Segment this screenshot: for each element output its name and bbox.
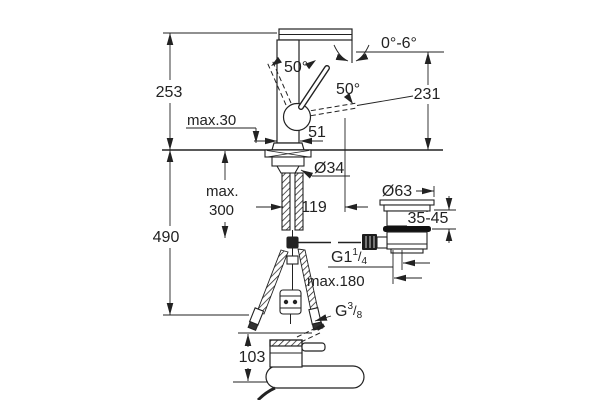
dim-lever-angle-left: 50° (284, 59, 308, 76)
text-halos (378, 184, 449, 226)
dimension-labels: 253 231 0°-6° 50° 50° max.30 51 Ø34 490 … (153, 35, 449, 366)
dim-total-depth: 490 (153, 229, 180, 246)
lever-ball-joint (282, 102, 312, 132)
hose-fitting-right (308, 307, 322, 325)
dim-overall-height: 253 (156, 84, 183, 101)
drain-body-lower (386, 231, 428, 250)
drain-assembly (362, 199, 435, 254)
dim-swivel-range: 0°-6° (381, 35, 417, 52)
dim-outlet-height: 231 (414, 86, 441, 103)
dim-shank-diameter: Ø34 (314, 160, 344, 177)
dim-drain-diameter: Ø63 (382, 183, 412, 200)
dim-side-base-height: 103 (239, 349, 266, 366)
rod-adjuster-block (279, 289, 302, 315)
side-view-lever (301, 342, 326, 352)
drain-flange (379, 199, 435, 206)
dim-mount-thickness: max.30 (187, 112, 236, 129)
drain-thread-label: G11/4 (331, 247, 368, 267)
dim-body-width: 51 (308, 124, 326, 141)
escutcheon (271, 142, 305, 151)
dim-hose-length-line2: 300 (209, 202, 234, 219)
threaded-stud-right (294, 172, 304, 231)
threaded-stud-left (281, 172, 291, 231)
side-view-hose-tail (256, 386, 276, 400)
mounting-nut (271, 156, 305, 167)
dim-hose-length-line1: max. (206, 183, 239, 200)
rod-stem (376, 236, 388, 249)
rod-knurled-nut (362, 234, 377, 250)
under-counter-assembly (162, 149, 443, 331)
rod-junction (286, 236, 299, 249)
dim-drain-clamp-range: 35-45 (408, 210, 449, 227)
hose-thread-label: G3/8 (335, 301, 363, 321)
supply-hose-left (256, 249, 289, 315)
side-view-base (265, 365, 365, 389)
spout-break-lines (296, 326, 323, 343)
dim-spout-reach: 119 (301, 199, 327, 216)
dim-rod-reach: max.180 (307, 273, 365, 290)
drain-gasket (383, 226, 431, 232)
lever-position-right (302, 102, 358, 118)
side-view-faucet (256, 323, 365, 400)
dim-lever-angle-right: 50° (336, 81, 360, 98)
front-view-faucet (266, 28, 414, 151)
